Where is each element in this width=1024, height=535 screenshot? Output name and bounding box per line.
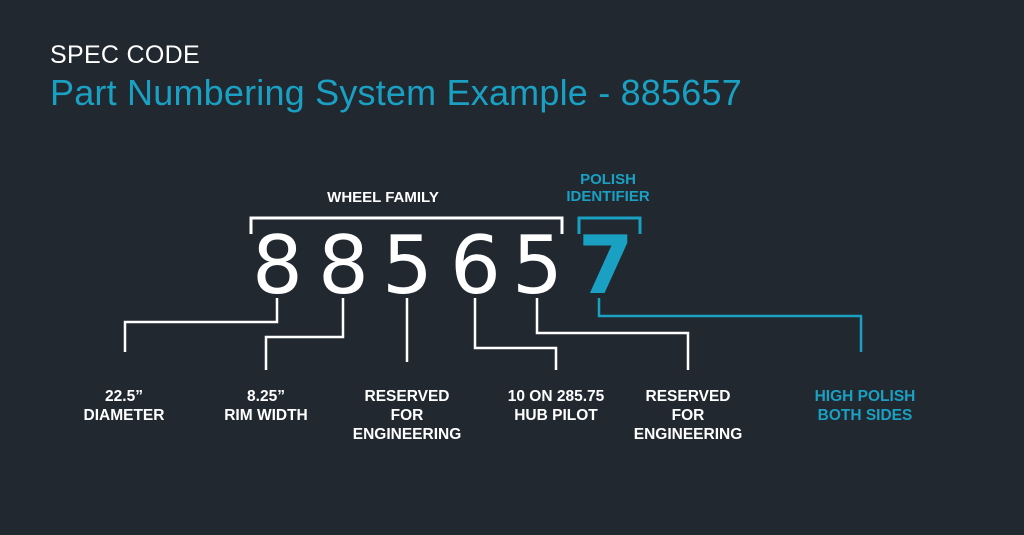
polish-identifier-line-2: IDENTIFIER: [566, 188, 650, 205]
caption-line: FOR: [671, 407, 705, 424]
polish-identifier-bracket: [577, 216, 642, 234]
connector-digit-5: [535, 298, 690, 370]
caption-line: HIGH POLISH: [814, 388, 916, 405]
polish-identifier-line-1: POLISH: [580, 171, 636, 188]
caption-diameter: 22.5” DIAMETER: [49, 387, 199, 425]
caption-line: 10 ON 285.75: [507, 388, 605, 405]
digit-3: 5: [382, 219, 433, 312]
wheel-family-label: WHEEL FAMILY: [327, 189, 439, 206]
caption-line: 22.5”: [105, 388, 143, 405]
wheel-family-bracket: [249, 216, 564, 234]
caption-high-polish: HIGH POLISH BOTH SIDES: [790, 387, 940, 425]
page-title: Part Numbering System Example - 885657: [50, 72, 742, 113]
caption-line: RIM WIDTH: [224, 407, 308, 424]
polish-identifier-label: POLISH IDENTIFIER: [548, 171, 668, 205]
caption-line: RESERVED: [364, 388, 450, 405]
connector-digit-6: [597, 298, 863, 352]
caption-hub-pilot: 10 ON 285.75 HUB PILOT: [481, 387, 631, 425]
connector-digit-1: [123, 298, 279, 352]
caption-line: ENGINEERING: [633, 426, 743, 443]
digit-1: 8: [252, 219, 303, 312]
caption-line: RESERVED: [645, 388, 731, 405]
digit-4: 6: [450, 219, 501, 312]
connector-digit-2: [264, 298, 345, 370]
connector-digit-4: [473, 298, 558, 370]
caption-line: ENGINEERING: [352, 426, 462, 443]
digit-6: 7: [578, 219, 634, 312]
caption-line: BOTH SIDES: [817, 407, 913, 424]
caption-rim-width: 8.25” RIM WIDTH: [191, 387, 341, 425]
caption-reserved-1: RESERVED FOR ENGINEERING: [332, 387, 482, 444]
eyebrow-label: SPEC CODE: [50, 41, 200, 69]
caption-reserved-2: RESERVED FOR ENGINEERING: [613, 387, 763, 444]
caption-line: HUB PILOT: [514, 407, 598, 424]
digit-5: 5: [512, 219, 563, 312]
caption-line: 8.25”: [247, 388, 285, 405]
caption-line: DIAMETER: [83, 407, 165, 424]
caption-line: FOR: [390, 407, 424, 424]
digit-2: 8: [318, 219, 369, 312]
